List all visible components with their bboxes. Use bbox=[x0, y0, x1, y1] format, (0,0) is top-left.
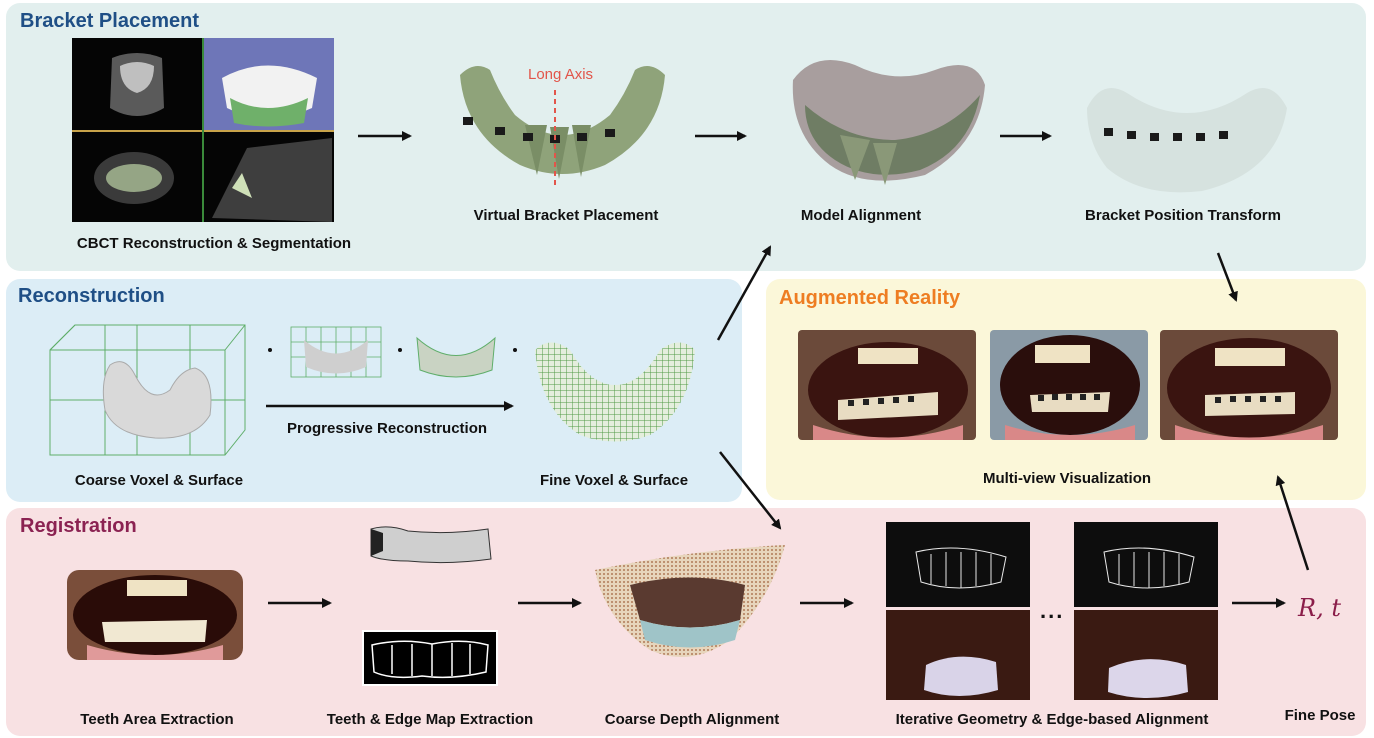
long-axis-label: Long Axis bbox=[528, 66, 593, 83]
progress-dot-1 bbox=[268, 348, 272, 352]
fine-voxel-caption: Fine Voxel & Surface bbox=[540, 472, 688, 489]
multiview-caption: Multi-view Visualization bbox=[983, 470, 1151, 487]
iterative-overlay-2-image bbox=[1074, 610, 1218, 700]
augmented-reality-title: Augmented Reality bbox=[779, 287, 960, 310]
teeth-area-caption: Teeth Area Extraction bbox=[80, 711, 233, 728]
ar-view-2-photo bbox=[990, 330, 1148, 440]
teeth-area-photo bbox=[67, 570, 243, 660]
iteration-ellipsis: ... bbox=[1040, 598, 1064, 624]
progress-dot-2 bbox=[398, 348, 402, 352]
cbct-viewer-image bbox=[72, 38, 334, 222]
bracket-transform-image bbox=[1082, 73, 1292, 198]
coarse-voxel-image bbox=[45, 320, 255, 460]
iterative-edge-2-image bbox=[1074, 522, 1218, 607]
cbct-caption: CBCT Reconstruction & Segmentation bbox=[77, 235, 351, 252]
bracket-placement-title: Bracket Placement bbox=[20, 10, 199, 33]
iterative-edge-1-image bbox=[886, 522, 1030, 607]
bracket-transform-caption: Bracket Position Transform bbox=[1085, 207, 1281, 224]
ar-view-3-photo bbox=[1160, 330, 1338, 440]
pose-symbol: R, t bbox=[1298, 594, 1341, 622]
model-alignment-caption: Model Alignment bbox=[801, 207, 921, 224]
coarse-voxel-caption: Coarse Voxel & Surface bbox=[75, 472, 243, 489]
edge-map-image bbox=[362, 630, 498, 686]
edge-map-caption: Teeth & Edge Map Extraction bbox=[327, 711, 533, 728]
depth-alignment-caption: Coarse Depth Alignment bbox=[605, 711, 779, 728]
ar-view-1-photo bbox=[798, 330, 976, 440]
fine-pose-caption: Fine Pose bbox=[1285, 707, 1356, 724]
teeth-mask-image bbox=[368, 521, 494, 566]
progress-dot-3 bbox=[513, 348, 517, 352]
fine-voxel-image bbox=[530, 330, 700, 450]
medium-voxel-image bbox=[286, 322, 386, 382]
virtual-bracket-caption: Virtual Bracket Placement bbox=[474, 207, 659, 224]
reconstruction-title: Reconstruction bbox=[18, 285, 165, 308]
iterative-overlay-1-image bbox=[886, 610, 1030, 700]
fine-voxel-small-image bbox=[412, 328, 500, 384]
model-alignment-image bbox=[785, 45, 990, 190]
iterative-caption: Iterative Geometry & Edge-based Alignmen… bbox=[896, 711, 1209, 728]
progressive-caption: Progressive Reconstruction bbox=[287, 420, 487, 437]
registration-title: Registration bbox=[20, 515, 137, 538]
depth-alignment-image bbox=[590, 540, 790, 670]
